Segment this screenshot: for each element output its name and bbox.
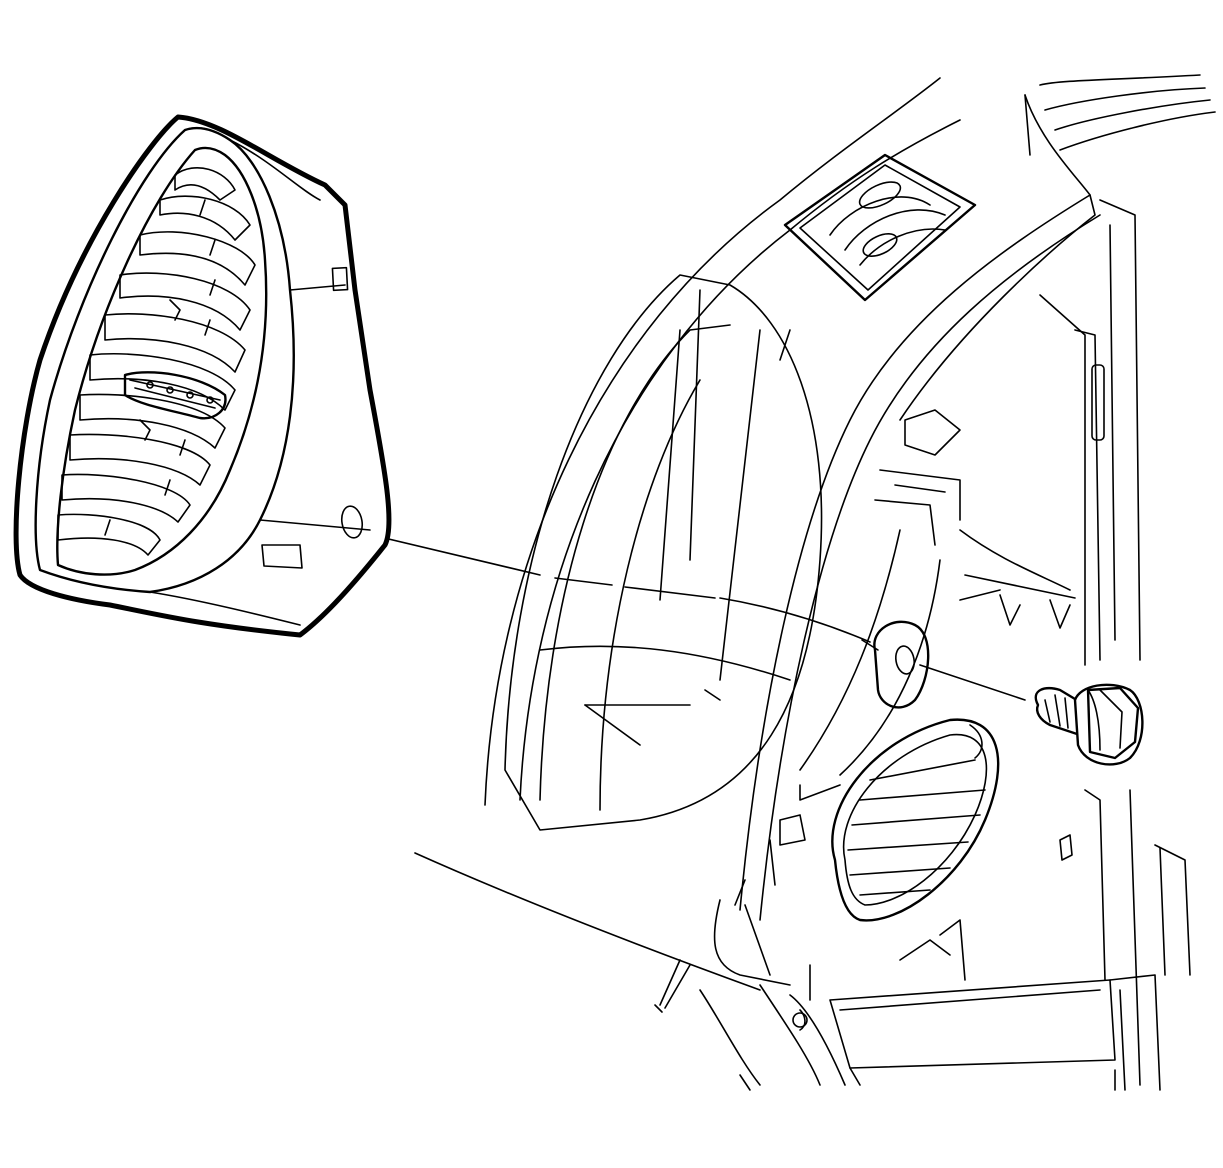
mounting-bolt: [1034, 683, 1144, 766]
lower-round-vent: [831, 718, 1000, 922]
top-grille: [783, 153, 977, 302]
instrument-panel: [414, 74, 1216, 1091]
air-outlet-vent: [13, 114, 392, 638]
alignment-leader-lines: [371, 534, 1026, 701]
bolt-boss: [861, 620, 930, 709]
